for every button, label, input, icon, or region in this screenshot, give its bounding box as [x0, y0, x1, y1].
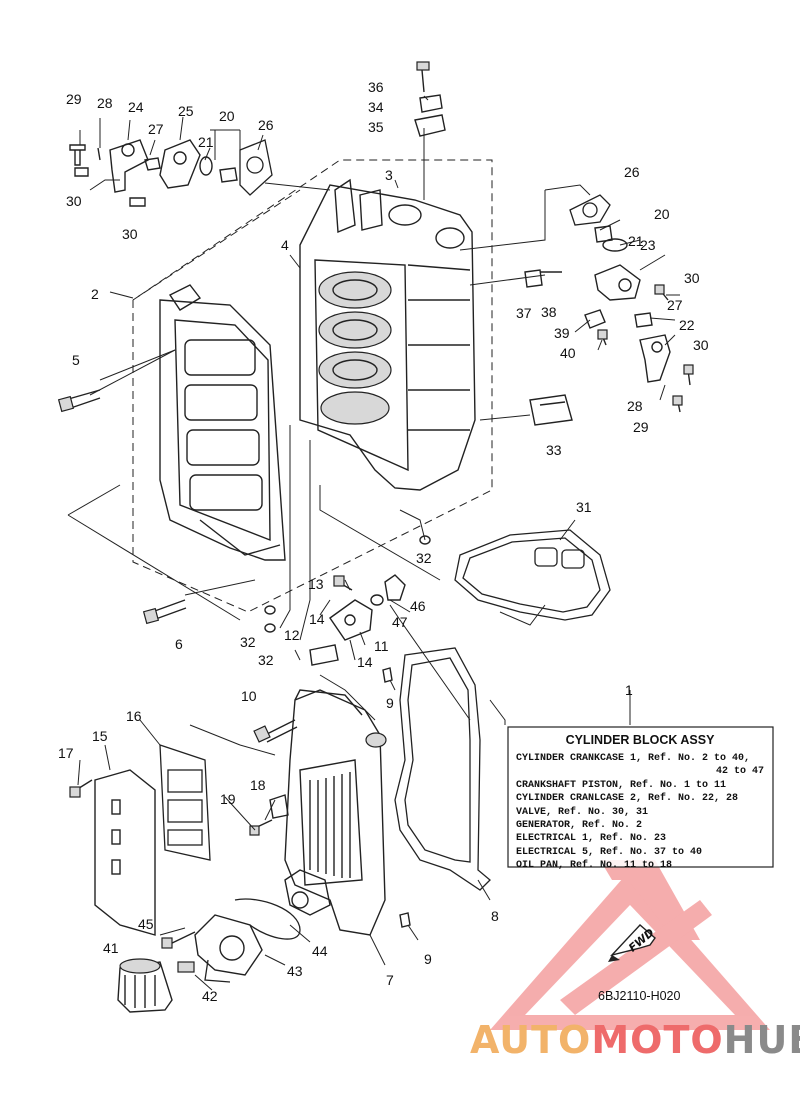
- callout-number: 30: [66, 193, 82, 209]
- callout-number: 45: [138, 916, 154, 932]
- callout-number: 31: [576, 499, 592, 515]
- callout-number: 23: [640, 237, 656, 253]
- oil-pan-housing: [284, 689, 387, 936]
- exhaust-gasket: [454, 529, 611, 621]
- watermark-brand-text: AUTOMOTOHUB: [470, 1018, 800, 1062]
- dashed-assembly-outline: [132, 159, 493, 613]
- note-line: CYLINDER CRANKCASE 1, Ref. No. 2 to 40,: [516, 752, 750, 764]
- thermostat-parts-left: [69, 139, 273, 207]
- leader-lines: [67, 95, 680, 991]
- callout-number: 33: [546, 442, 562, 458]
- callout-number: 40: [560, 345, 576, 361]
- cylinder-block-note-box: CYLINDER BLOCK ASSY CYLINDER CRANKCASE 1…: [507, 726, 774, 871]
- note-line: OIL PAN, Ref. No. 11 to 18: [516, 859, 672, 871]
- callout-number: 35: [368, 119, 384, 135]
- svg-text:AUTOMOTOHUB: AUTOMOTOHUB: [470, 1018, 800, 1062]
- callout-number: 41: [103, 940, 119, 956]
- callout-number: 32: [416, 550, 432, 566]
- oil-pan-gasket: [394, 647, 491, 891]
- note-line: ELECTRICAL 5, Ref. No. 37 to 40: [516, 846, 702, 858]
- mid-small-parts: [264, 535, 431, 928]
- note-line: ELECTRICAL 1, Ref. No. 23: [516, 832, 666, 844]
- callout-number: 26: [258, 117, 274, 133]
- callout-number: 9: [424, 951, 432, 967]
- callout-number: 39: [554, 325, 570, 341]
- callout-number: 38: [541, 304, 557, 320]
- crankcase-half: [159, 284, 286, 561]
- callout-number: 43: [287, 963, 303, 979]
- callout-number: 42: [202, 988, 218, 1004]
- callout-number: 36: [368, 79, 384, 95]
- callout-number: 21: [198, 134, 214, 150]
- callout-number: 20: [654, 206, 670, 222]
- callout-number: 14: [309, 611, 325, 627]
- callout-number: 26: [624, 164, 640, 180]
- note-title: CYLINDER BLOCK ASSY: [566, 733, 716, 747]
- callout-number: 27: [667, 297, 683, 313]
- watermark-part-moto: MOTO: [591, 1018, 723, 1062]
- side-cover-plates: [94, 744, 211, 936]
- callout-number: 29: [66, 91, 82, 107]
- callout-number: 19: [220, 791, 236, 807]
- callout-number: 28: [97, 95, 113, 111]
- bolts: [57, 61, 694, 949]
- callout-number: 21: [628, 233, 644, 249]
- note-line: GENERATOR, Ref. No. 2: [516, 819, 642, 831]
- callout-number: 34: [368, 99, 384, 115]
- callout-number: 11: [374, 638, 389, 654]
- callout-number: 8: [491, 908, 499, 924]
- callout-number: 46: [410, 598, 426, 614]
- callout-number: 15: [92, 728, 108, 744]
- callout-number: 6: [175, 636, 183, 652]
- watermark-part-hub: HUB: [724, 1018, 800, 1062]
- watermark-part-auto: AUTO: [470, 1018, 591, 1062]
- callout-numbers: 36 34 35 3 29 28 24 25 20 27 21 26 30 30…: [58, 79, 709, 1004]
- note-line: VALVE, Ref. No. 30, 31: [516, 806, 648, 818]
- callout-number: 20: [219, 108, 235, 124]
- callout-number: 47: [392, 614, 408, 630]
- callout-number: 14: [357, 654, 373, 670]
- callout-number: 5: [72, 352, 80, 368]
- callout-number: 30: [684, 270, 700, 286]
- callout-number: 17: [58, 745, 74, 761]
- callout-number: 24: [128, 99, 144, 115]
- thermostat-parts-right: [524, 194, 671, 426]
- callout-number: 10: [241, 688, 257, 704]
- callout-number: 30: [122, 226, 138, 242]
- callout-number: 18: [250, 777, 266, 793]
- watermark-triangle: [490, 860, 770, 1030]
- callout-number: 37: [516, 305, 532, 321]
- callout-number: 28: [627, 398, 643, 414]
- note-line: CRANKSHAFT PISTON, Ref. No. 1 to 11: [516, 779, 726, 791]
- note-line: 42 to 47: [716, 766, 764, 777]
- callout-number: 25: [178, 103, 194, 119]
- note-line: CYLINDER CRANLCASE 2, Ref. No. 22, 28: [516, 792, 738, 804]
- oil-filter-assembly: [117, 898, 301, 1013]
- callout-number: 16: [126, 708, 142, 724]
- callout-number: 30: [693, 337, 709, 353]
- callout-number: 9: [386, 695, 394, 711]
- callout-number: 32: [240, 634, 256, 650]
- callout-number: 22: [679, 317, 695, 333]
- callout-number: 13: [308, 576, 324, 592]
- callout-number: 7: [386, 972, 394, 988]
- callout-number: 3: [385, 167, 393, 183]
- diagram-code: 6BJ2110-H020: [598, 989, 681, 1003]
- callout-number: 32: [258, 652, 274, 668]
- callout-number: 1: [625, 682, 633, 698]
- callout-number: 4: [281, 237, 289, 253]
- callout-number: 2: [91, 286, 99, 302]
- callout-number: 44: [312, 943, 328, 959]
- callout-number: 29: [633, 419, 649, 435]
- callout-number: 27: [148, 121, 164, 137]
- callout-number: 12: [284, 627, 300, 643]
- cylinder-block: [299, 178, 476, 491]
